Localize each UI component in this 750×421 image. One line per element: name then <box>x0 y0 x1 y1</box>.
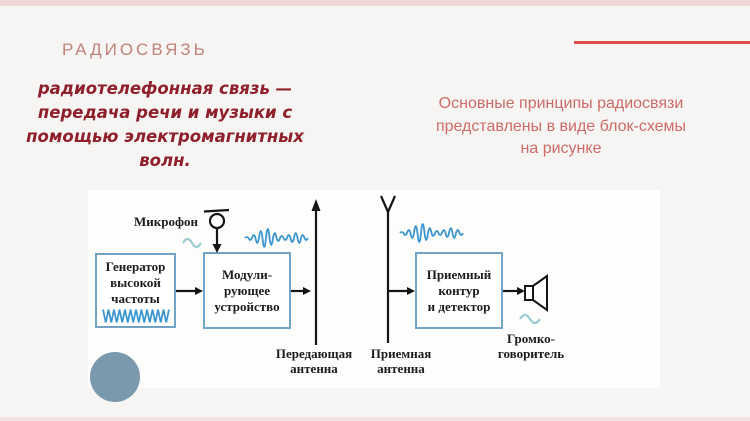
microphone-label: Микрофон <box>134 214 198 229</box>
modulated-wave-tx-icon <box>244 228 309 248</box>
block-diagram: Генератор высокой частоты Модули- рующее… <box>88 190 660 388</box>
receiver-label-line: Приемный <box>426 266 492 282</box>
receiving-antenna-icon <box>379 195 397 343</box>
intro-line: Основные принципы радиосвязи <box>438 95 684 112</box>
speaker-label: Громко- говоритель <box>497 331 565 361</box>
tx-antenna-label: Передающая антенна <box>275 346 353 376</box>
diagram-graphics <box>176 195 548 345</box>
definition-line: волн. <box>139 151 191 170</box>
generator-label-line: частоты <box>111 291 160 306</box>
rx-antenna-label: Приемная антенна <box>370 346 432 376</box>
accent-divider-line <box>574 41 750 44</box>
definition-line: радиотелефонная связь — <box>37 79 293 98</box>
definition-line: помощью электромагнитных <box>26 127 304 146</box>
generator-label-line: Генератор <box>105 259 166 274</box>
carrier-wave-icon <box>101 309 170 323</box>
generator-label-line: высокой <box>110 275 161 290</box>
definition-text: радиотелефонная связь — передача речи и … <box>10 77 320 173</box>
transmitting-antenna-icon <box>311 199 321 345</box>
microphone-icon <box>203 208 230 230</box>
modulated-wave-rx-icon <box>399 223 464 243</box>
sound-tilde-mic-icon <box>182 237 202 249</box>
intro-line: представлены в виде блок-схемы <box>435 117 687 135</box>
modulator-label-line: устройство <box>214 298 280 314</box>
flow-arrows <box>176 228 517 293</box>
generator-box: Генератор высокой частоты <box>95 253 176 328</box>
modulator-label-line: Модули- <box>221 266 273 282</box>
sound-tilde-speaker-icon <box>519 313 541 325</box>
intro-text: Основные принципы радиосвязи представлен… <box>408 93 714 161</box>
receiver-label-line: контур <box>438 282 480 298</box>
top-accent-strip <box>0 0 750 6</box>
modulator-box: Модули- рующее устройство <box>203 252 291 329</box>
intro-line: на рисунке <box>520 140 602 157</box>
arrowheads <box>195 244 525 295</box>
loudspeaker-icon <box>524 274 548 312</box>
definition-line: передача речи и музыки с <box>37 103 293 122</box>
bottom-accent-strip <box>0 417 750 421</box>
page-title: РАДИОСВЯЗЬ <box>62 40 208 59</box>
decor-circle <box>90 352 140 402</box>
receiver-label-line: и детектор <box>427 298 491 314</box>
receiver-box: Приемный контур и детектор <box>415 252 503 329</box>
modulator-label-line: рующее <box>223 282 270 298</box>
